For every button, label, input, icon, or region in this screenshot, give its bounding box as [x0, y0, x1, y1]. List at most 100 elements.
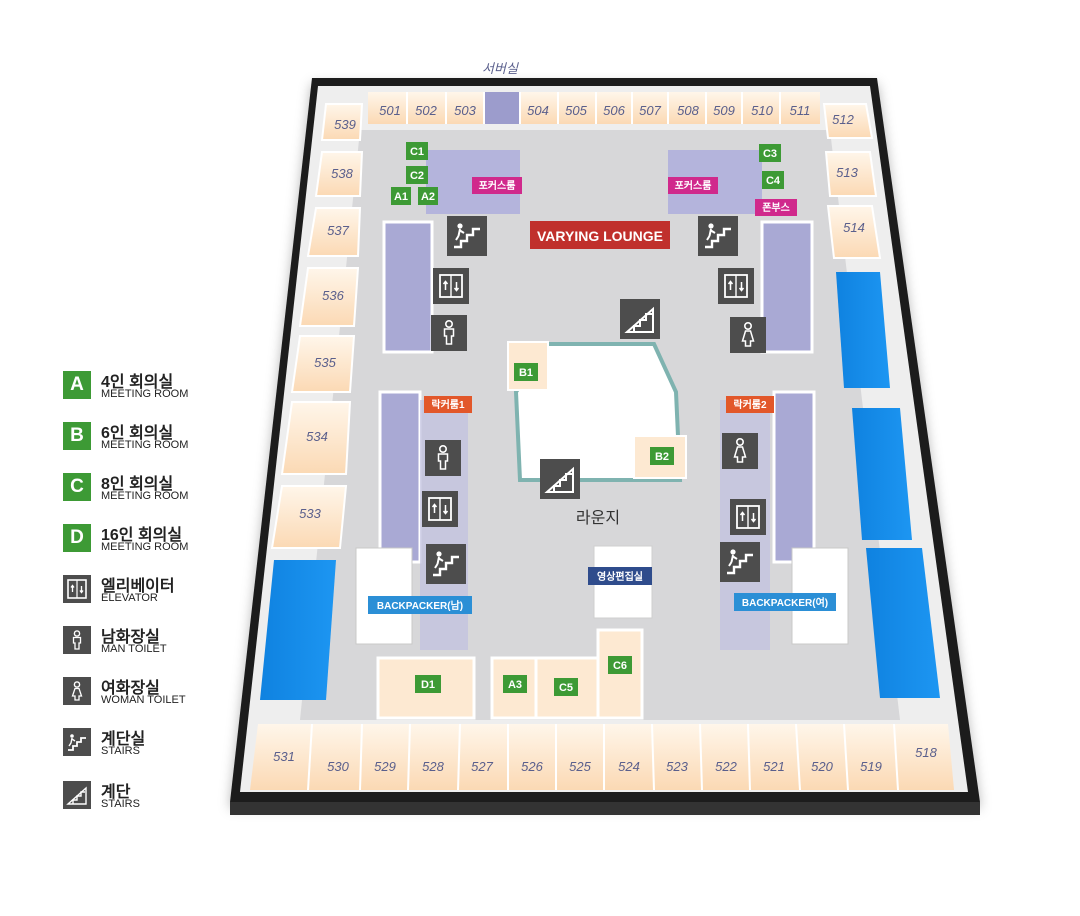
- svg-text:C6: C6: [613, 660, 627, 672]
- svg-text:527: 527: [471, 759, 493, 774]
- meeting-room-a1[interactable]: A1: [391, 187, 411, 205]
- svg-text:508: 508: [677, 103, 699, 118]
- stairs-icon: [63, 781, 91, 809]
- top-room-numbers: 501 502 503 504 505 506 507 508 509 510 …: [379, 103, 810, 118]
- meeting-room-d1[interactable]: D1: [415, 675, 441, 693]
- focus-room-right[interactable]: 포커스룸: [668, 177, 718, 194]
- svg-text:521: 521: [763, 759, 785, 774]
- svg-text:C4: C4: [766, 175, 781, 187]
- svg-text:539: 539: [334, 117, 356, 132]
- right-rooms: [822, 103, 882, 259]
- svg-text:534: 534: [306, 429, 328, 444]
- meeting-room-c1[interactable]: C1: [406, 142, 428, 160]
- svg-text:507: 507: [639, 103, 661, 118]
- svg-text:서버실: 서버실: [482, 61, 519, 76]
- stairwell-icon: [63, 728, 91, 756]
- svg-text:BACKPACKER(남): BACKPACKER(남): [377, 599, 463, 612]
- svg-text:폰부스: 폰부스: [762, 202, 790, 214]
- elevator-icon: [63, 575, 91, 603]
- left-room-numbers: 539 538 537 536 535 534 533: [299, 117, 356, 521]
- svg-text:519: 519: [860, 759, 882, 774]
- legend-item-6-person-meeting-room: B 6인 회의실 MEETING ROOM: [63, 419, 233, 455]
- window-left: [260, 560, 336, 700]
- meeting-room-a2[interactable]: A2: [418, 187, 438, 205]
- meeting-room-a3[interactable]: A3: [503, 675, 527, 693]
- backpacker-men[interactable]: BACKPACKER(남): [368, 596, 472, 614]
- svg-text:C2: C2: [410, 170, 424, 182]
- woman-toilet-icon: [63, 677, 91, 705]
- svg-text:537: 537: [327, 223, 349, 238]
- locker-room-2[interactable]: 락커룸2: [726, 396, 774, 413]
- svg-text:503: 503: [454, 103, 476, 118]
- stairs-icon: [619, 298, 661, 340]
- elevator-icon: [717, 267, 755, 305]
- svg-text:C1: C1: [410, 146, 424, 158]
- legend-item-stairs: 계단 STAIRS: [63, 778, 233, 814]
- meeting-room-d-badge: D: [63, 524, 91, 552]
- svg-text:502: 502: [415, 103, 437, 118]
- legend-label-ko: 8인 회의실: [101, 476, 174, 493]
- meeting-room-b2[interactable]: B2: [650, 447, 674, 465]
- svg-text:514: 514: [843, 220, 865, 235]
- meeting-room-b1[interactable]: B1: [514, 363, 538, 381]
- svg-text:B1: B1: [519, 367, 533, 379]
- svg-text:520: 520: [811, 759, 833, 774]
- meeting-room-c3[interactable]: C3: [759, 144, 781, 162]
- legend-label-ko: 여화장실: [101, 680, 160, 697]
- svg-text:525: 525: [569, 759, 591, 774]
- server-room-label: 서버실: [482, 61, 519, 76]
- legend-label-en: MEETING ROOM: [101, 541, 189, 553]
- svg-text:511: 511: [790, 103, 811, 118]
- legend-label-en: STAIRS: [101, 798, 140, 810]
- legend-label-ko: 계단실: [101, 731, 146, 748]
- locker-room-1[interactable]: 락커룸1: [424, 396, 472, 413]
- svg-text:518: 518: [915, 745, 937, 760]
- man-toilet-icon: [424, 439, 462, 477]
- phone-booth[interactable]: 폰부스: [755, 199, 797, 216]
- svg-text:C3: C3: [763, 148, 777, 160]
- lounge-label: 라운지: [576, 509, 620, 527]
- video-editing-room[interactable]: 영상편집실: [588, 567, 652, 585]
- legend-label-ko: 계단: [101, 784, 131, 801]
- meeting-room-c2[interactable]: C2: [406, 166, 428, 184]
- svg-text:영상편집실: 영상편집실: [597, 570, 643, 583]
- legend-label-en: MEETING ROOM: [101, 388, 189, 400]
- svg-text:B2: B2: [655, 451, 669, 463]
- legend-label-en: MEETING ROOM: [101, 439, 189, 451]
- legend-label-ko: 16인 회의실: [101, 527, 183, 544]
- focus-room-left[interactable]: 포커스룸: [472, 177, 522, 194]
- woman-toilet-icon: [729, 316, 767, 354]
- svg-text:523: 523: [666, 759, 688, 774]
- meeting-room-c6[interactable]: C6: [608, 656, 632, 674]
- svg-text:506: 506: [603, 103, 625, 118]
- man-toilet-icon: [430, 314, 468, 352]
- svg-text:531: 531: [273, 749, 295, 764]
- legend-label-en: STAIRS: [101, 745, 140, 757]
- svg-text:529: 529: [374, 759, 396, 774]
- legend-label-ko: 4인 회의실: [101, 374, 174, 391]
- man-toilet-icon: [63, 626, 91, 654]
- legend-label-en: WOMAN TOILET: [101, 694, 186, 706]
- meeting-room-c4[interactable]: C4: [762, 171, 784, 189]
- meeting-room-c5[interactable]: C5: [554, 678, 578, 696]
- backpacker-women[interactable]: BACKPACKER(여): [734, 593, 836, 611]
- svg-text:528: 528: [422, 759, 444, 774]
- svg-text:포커스룸: 포커스룸: [479, 179, 516, 192]
- meeting-room-badges: C1 C2 A1 A2 C3 C4 B1 B2 A3 C5 C6 D1: [391, 142, 784, 696]
- svg-text:526: 526: [521, 759, 543, 774]
- svg-text:A3: A3: [508, 679, 522, 691]
- svg-text:BACKPACKER(여): BACKPACKER(여): [742, 596, 828, 609]
- legend-item-4-person-meeting-room: A 4인 회의실 MEETING ROOM: [63, 368, 233, 404]
- svg-text:512: 512: [832, 112, 854, 127]
- stairwell-icon: [718, 540, 762, 584]
- svg-text:533: 533: [299, 506, 321, 521]
- svg-text:510: 510: [751, 103, 773, 118]
- woman-toilet-icon: [721, 432, 759, 470]
- svg-text:535: 535: [314, 355, 336, 370]
- svg-text:513: 513: [836, 165, 858, 180]
- legend-label-en: ELEVATOR: [101, 592, 158, 604]
- svg-text:락커룸2: 락커룸2: [733, 398, 767, 411]
- svg-text:라운지: 라운지: [576, 509, 620, 527]
- right-room-numbers: 512 513 514: [832, 112, 865, 235]
- stairwell-icon: [424, 542, 468, 586]
